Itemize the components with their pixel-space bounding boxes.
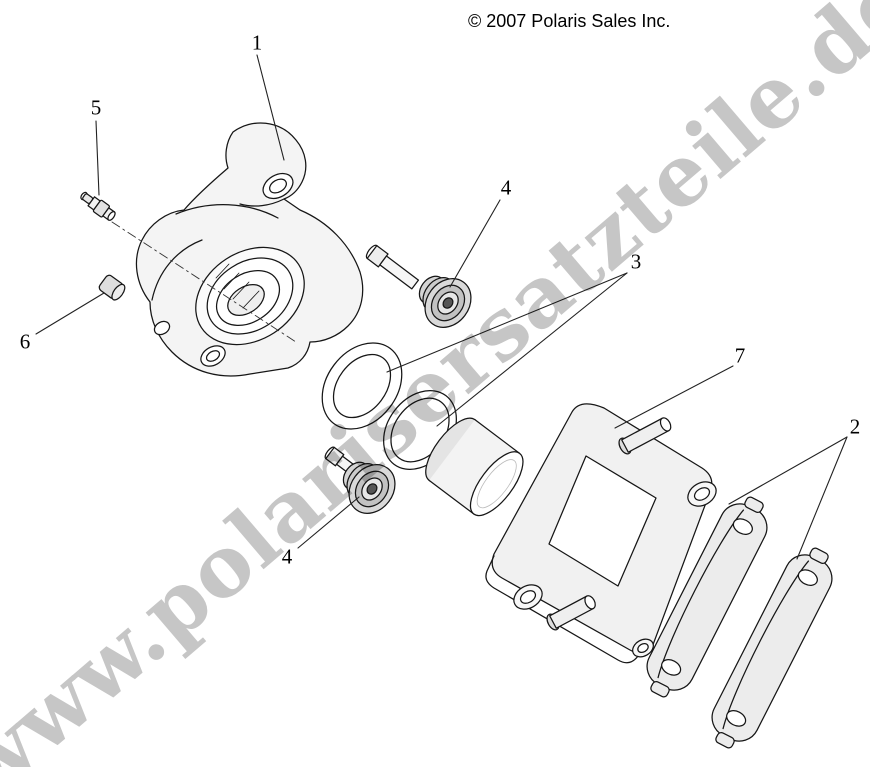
- bleeder-screw-part: [80, 191, 116, 221]
- callout-1: 1: [251, 30, 263, 55]
- caliper-body-part: [111, 122, 364, 377]
- mounting-bracket-part: [485, 403, 717, 664]
- callout-7: 7: [734, 343, 746, 368]
- callout-2: 2: [849, 414, 861, 439]
- pin-boot-upper-part: [365, 244, 472, 328]
- copyright-text: © 2007 Polaris Sales Inc.: [468, 11, 671, 31]
- callout-6: 6: [19, 329, 31, 354]
- leader-lines: [35, 54, 848, 560]
- callout-4-upper: 4: [500, 175, 512, 200]
- callout-5: 5: [90, 95, 102, 120]
- brake-pads-part: [646, 496, 833, 749]
- pin-boot-lower-part: [324, 446, 396, 514]
- callout-3: 3: [630, 249, 642, 274]
- callout-4-lower: 4: [281, 544, 293, 569]
- cap-plug-part: [98, 274, 126, 301]
- piston-part: [425, 417, 524, 517]
